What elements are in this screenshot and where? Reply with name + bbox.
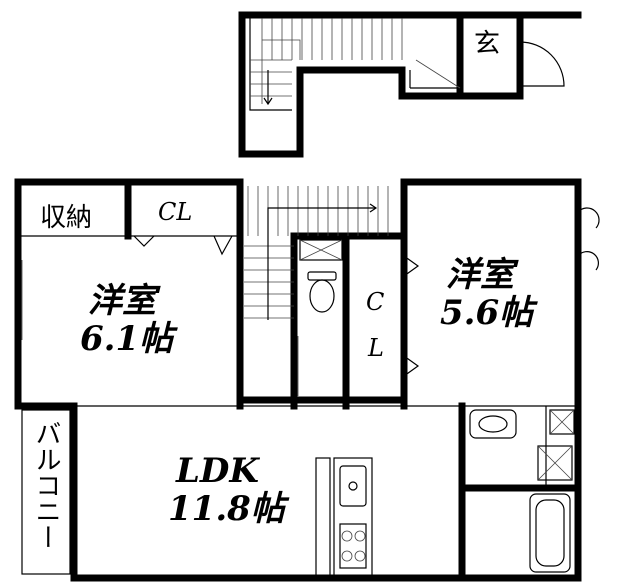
toilet <box>297 239 343 396</box>
upper-entrance-block: 玄 <box>238 11 582 158</box>
kitchen-counter <box>315 457 373 577</box>
stair-middle <box>244 186 389 320</box>
entrance-door <box>519 41 565 96</box>
closet-left-label: CL <box>158 198 192 226</box>
entrance-label: 玄 <box>474 29 500 59</box>
washroom <box>469 409 575 573</box>
doors <box>17 207 600 377</box>
western-room-right-name: 洋室 <box>446 255 519 295</box>
ldk-name: LDK <box>175 451 260 491</box>
storage-label: 収納 <box>40 203 92 233</box>
closet-mid-label-c: C <box>366 288 384 316</box>
western-room-left-name: 洋室 <box>88 281 161 321</box>
stair-upper <box>249 18 403 111</box>
balcony-label: バルコニー <box>31 420 61 550</box>
western-room-left-size: 6.1帖 <box>80 319 178 359</box>
western-room-right-size: 5.6帖 <box>440 293 538 333</box>
closet-mid-label-l: L <box>367 334 384 362</box>
balcony <box>21 409 75 575</box>
ldk-size: 11.8帖 <box>168 489 290 529</box>
